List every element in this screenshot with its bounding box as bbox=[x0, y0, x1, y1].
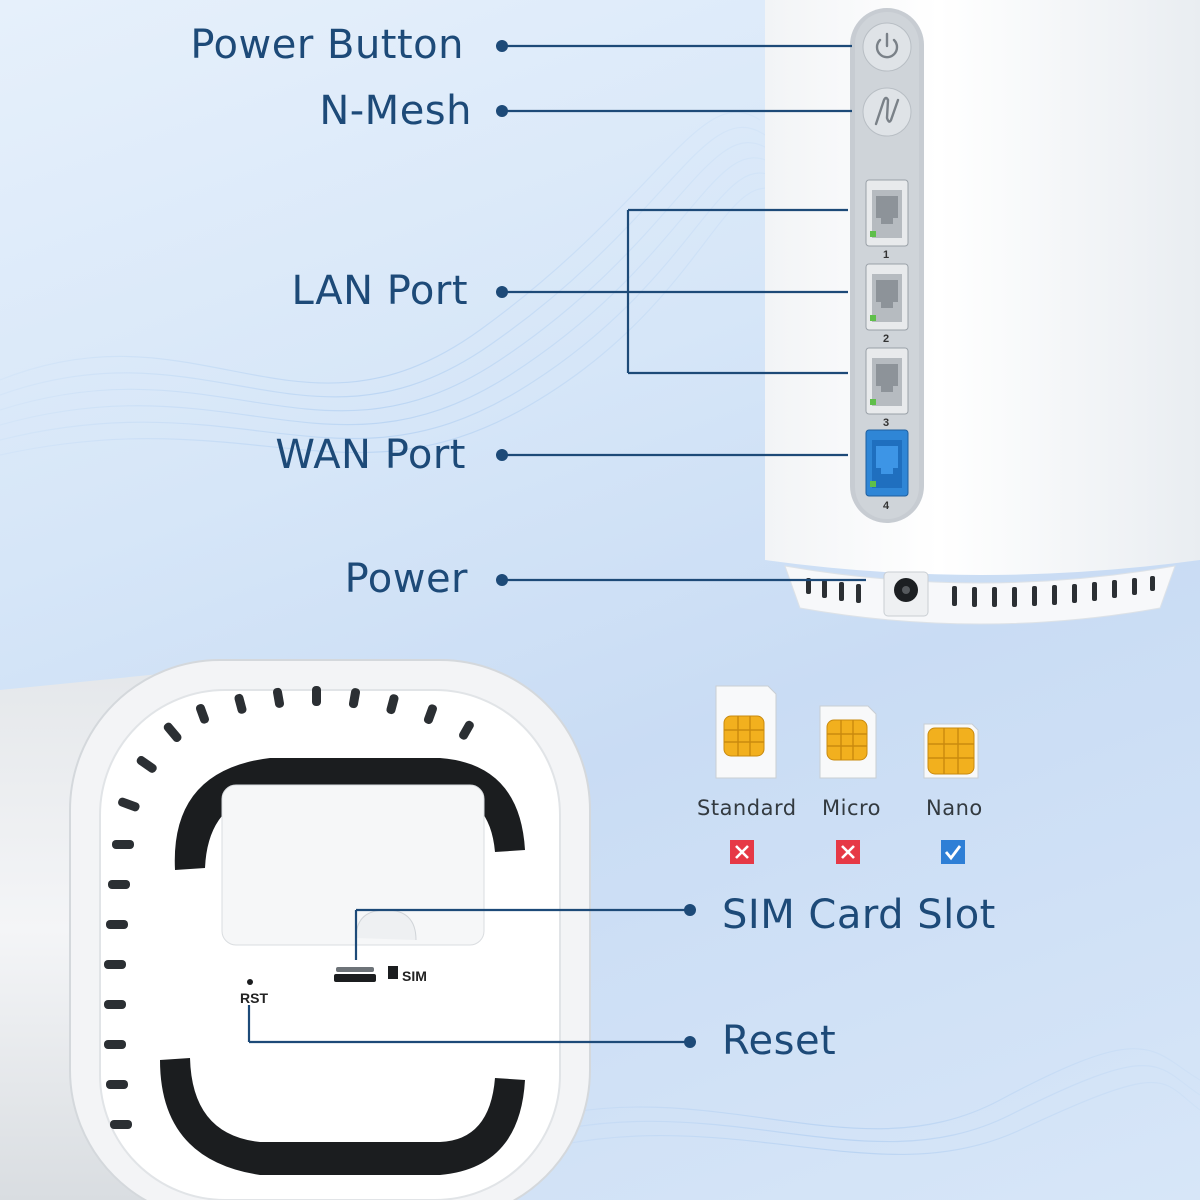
callout-sim-card-slot: SIM Card Slot bbox=[722, 892, 996, 938]
bottom-vents bbox=[104, 686, 474, 1129]
sim-label-micro: Micro bbox=[822, 796, 882, 820]
sim-size-comparison bbox=[715, 685, 979, 864]
rubber-foot-bottom bbox=[160, 1058, 525, 1175]
leader-lines-top bbox=[502, 44, 866, 582]
callout-dot bbox=[496, 105, 508, 117]
power-icon bbox=[875, 32, 899, 59]
supported-check-icon-nano bbox=[941, 840, 965, 864]
router-side-view bbox=[496, 0, 1200, 625]
callout-wan-port: WAN Port bbox=[275, 432, 466, 478]
sim-label-standard: Standard bbox=[697, 796, 797, 820]
callout-reset: Reset bbox=[722, 1018, 837, 1064]
lan-port-2 bbox=[865, 263, 909, 331]
base-vents bbox=[806, 576, 1155, 607]
callout-dot bbox=[496, 40, 508, 52]
sim-card-nano bbox=[923, 723, 979, 779]
callout-dot bbox=[496, 286, 508, 298]
port-number-1: 1 bbox=[883, 249, 890, 261]
rst-mark: RST bbox=[240, 990, 268, 1006]
callout-dot bbox=[496, 449, 508, 461]
callout-dot bbox=[684, 1036, 696, 1048]
callout-n-mesh: N-Mesh bbox=[319, 88, 472, 134]
lan-port-3 bbox=[865, 347, 909, 415]
unsupported-icon-micro bbox=[836, 840, 860, 864]
callout-dot bbox=[684, 904, 696, 916]
sim-marker-icon bbox=[388, 966, 398, 979]
unsupported-icon-standard bbox=[730, 840, 754, 864]
sim-card-micro bbox=[819, 705, 877, 779]
n-mesh-icon bbox=[874, 96, 900, 126]
wan-port bbox=[865, 429, 909, 497]
callout-dot bbox=[496, 574, 508, 586]
port-number-2: 2 bbox=[883, 333, 890, 345]
sim-slot bbox=[334, 974, 376, 982]
callout-lan-port: LAN Port bbox=[291, 268, 468, 314]
router-bottom-view bbox=[0, 659, 696, 1200]
lan-port-1 bbox=[865, 179, 909, 247]
sim-label-nano: Nano bbox=[926, 796, 983, 820]
sim-mark: SIM bbox=[402, 968, 427, 984]
label-sticker bbox=[221, 784, 485, 946]
port-number-3: 3 bbox=[883, 417, 890, 429]
callout-power-button: Power Button bbox=[190, 22, 464, 68]
port-number-4: 4 bbox=[883, 500, 890, 512]
leader-lines-bottom bbox=[247, 908, 690, 1044]
sim-card-standard bbox=[715, 685, 777, 779]
callout-power: Power bbox=[344, 556, 468, 602]
reset-hole bbox=[247, 979, 253, 985]
